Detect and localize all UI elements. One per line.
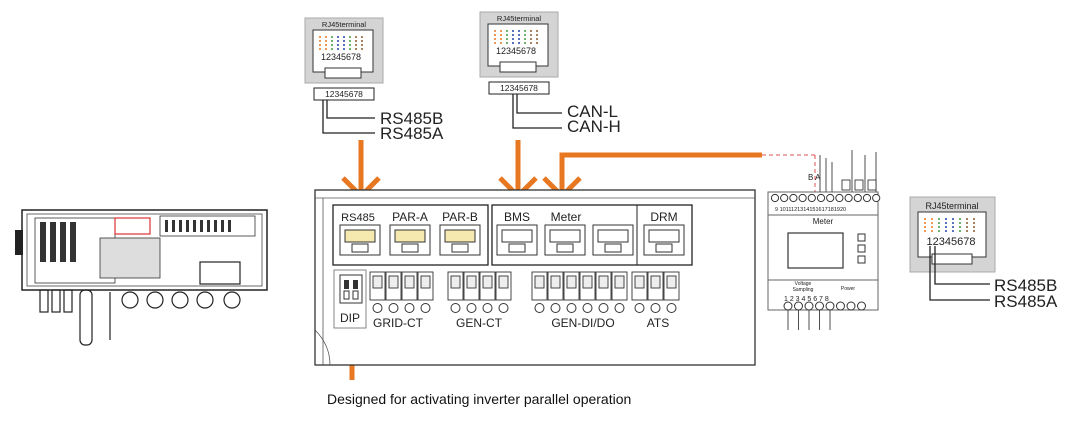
signal-rs485b: RS485B	[380, 109, 443, 128]
meter-screw-terminal	[794, 301, 803, 311]
rj45-sockets	[339, 224, 685, 256]
terminal-screw	[650, 303, 661, 313]
meter-ba-label: B A	[808, 173, 821, 182]
terminal-lever	[388, 275, 399, 289]
terminal-screw	[404, 303, 415, 313]
meter-screw-terminal	[872, 193, 881, 203]
communication-panel: RS485 PAR-A PAR-B BMS Meter DRM DIP GRID…	[314, 189, 756, 366]
port-rs485: RS485	[341, 212, 375, 224]
rj45-pins: 12345678	[321, 52, 361, 62]
terminal-screw	[388, 303, 399, 313]
meter-screw-terminal	[807, 193, 816, 203]
signal-can-l: CAN-L	[567, 102, 618, 121]
terminal-lever	[534, 275, 545, 289]
terminal-lever	[666, 275, 677, 289]
terminal-screw	[566, 303, 577, 313]
meter-power-label: Power	[841, 286, 856, 292]
meter-sampling-label: Sampling	[793, 287, 814, 293]
terminal-blocks	[369, 271, 680, 313]
terminal-screw	[482, 303, 493, 313]
port-drm: DRM	[650, 210, 677, 224]
label-gen-ct: GEN-CT	[456, 316, 503, 330]
meter-screw-terminal	[862, 193, 872, 203]
terminal-lever	[650, 275, 661, 289]
terminal-lever	[550, 275, 561, 289]
terminal-lever	[372, 275, 383, 289]
terminal-screw	[550, 303, 561, 313]
meter-top-terminals: 9 1011121314151617181920	[775, 207, 846, 213]
port-bms: BMS	[504, 210, 530, 224]
terminal-lever	[482, 275, 493, 289]
label-gen-di-do: GEN-DI/DO	[551, 316, 614, 330]
terminal-lever	[450, 275, 461, 289]
terminal-lever	[466, 275, 477, 289]
terminal-screw	[420, 303, 431, 313]
terminal-lever	[614, 275, 625, 289]
rj45-title: RJ45terminal	[925, 201, 978, 211]
rj45-strip: 12345678	[325, 89, 363, 99]
meter-screw-terminal	[846, 301, 856, 311]
meter-screw-terminal	[844, 193, 853, 203]
port-par-a: PAR-A	[392, 210, 428, 224]
meter-bottom-terminals: 1 2 3 4 5 6 7 8	[784, 296, 829, 303]
terminal-screw	[634, 303, 645, 313]
port-meter: Meter	[551, 210, 582, 224]
meter-screw-terminal	[816, 193, 826, 203]
rj45-title: RJ45terminal	[497, 14, 542, 23]
terminal-lever	[404, 275, 415, 289]
terminal-lever	[582, 275, 593, 289]
terminal-screw	[498, 303, 509, 313]
meter-voltage-label: Voltage	[795, 281, 812, 287]
rj45-title: RJ45terminal	[322, 20, 367, 29]
terminal-screw	[598, 303, 609, 313]
port-par-b: PAR-B	[442, 210, 478, 224]
meter-screw-terminal	[798, 193, 807, 203]
signal-rs485a: RS485A	[994, 292, 1058, 311]
meter-screw-terminal	[825, 301, 835, 311]
inverter-overview	[15, 209, 268, 346]
meter-device: B A 9 1011121314151617181920 Meter Volta…	[762, 150, 881, 330]
rj45-terminal-right: RJ45terminal 12345678 RS485B RS485A	[909, 196, 1058, 311]
meter-screw-terminal	[815, 301, 824, 311]
meter-screw-terminal	[783, 301, 793, 311]
signal-rs485a: RS485A	[380, 124, 444, 143]
meter-title: Meter	[813, 217, 834, 226]
signal-can-h: CAN-H	[567, 117, 621, 136]
label-ats: ATS	[647, 316, 669, 330]
meter-screw-terminal	[780, 193, 789, 203]
meter-screw-terminal	[804, 301, 814, 311]
meter-screw-terminal	[853, 193, 862, 203]
rj45-terminal-top-left: RJ45terminal 12345678 12345678 RS485B RS…	[304, 17, 444, 143]
meter-screw-terminal	[826, 193, 835, 203]
terminal-screw	[372, 303, 383, 313]
terminal-screw	[450, 303, 461, 313]
terminal-lever	[566, 275, 577, 289]
caption: Designed for activating inverter paralle…	[327, 391, 632, 407]
rj45-pins: 12345678	[927, 236, 976, 248]
terminal-screw	[666, 303, 677, 313]
signal-rs485b: RS485B	[994, 276, 1057, 295]
terminal-screw	[466, 303, 477, 313]
terminal-screw	[534, 303, 545, 313]
label-grid-ct: GRID-CT	[373, 316, 424, 330]
terminal-lever	[498, 275, 509, 289]
label-dip: DIP	[340, 311, 360, 325]
terminal-lever	[598, 275, 609, 289]
meter-screw-terminal	[770, 193, 780, 203]
terminal-lever	[634, 275, 645, 289]
rj45-strip: 12345678	[500, 83, 538, 93]
meter-screw-terminal	[789, 193, 798, 203]
meter-screw-terminal	[836, 301, 845, 311]
meter-screw-terminal	[857, 301, 866, 311]
rj45-pins: 12345678	[496, 46, 536, 56]
terminal-screw	[582, 303, 593, 313]
terminal-lever	[420, 275, 431, 289]
rj45-terminal-top-mid: RJ45terminal 12345678 12345678 CAN-L CAN…	[479, 11, 621, 136]
meter-screw-terminal	[835, 193, 844, 203]
terminal-screw	[614, 303, 625, 313]
